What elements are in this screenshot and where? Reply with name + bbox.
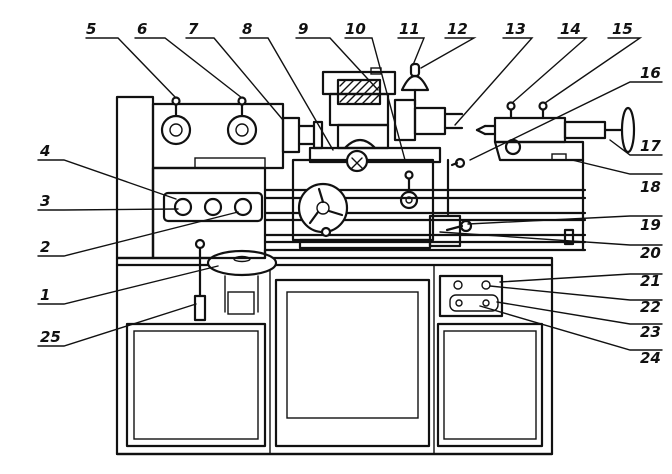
callout-24: 24	[640, 349, 661, 367]
callout-13: 13	[505, 20, 526, 38]
coolant-tray-wheel	[193, 238, 278, 322]
callout-16: 16	[640, 64, 661, 82]
callout-20: 20	[640, 244, 661, 262]
callout-10: 10	[345, 20, 366, 38]
callout-15: 15	[612, 20, 633, 38]
callout-23: 23	[640, 323, 661, 341]
callout-4: 4	[39, 142, 50, 160]
leader-lines	[37, 37, 663, 351]
callout-labels: 5 6 7 8 9 10 11 12 13 14 15 16 17 18 19 …	[39, 20, 661, 367]
callout-11: 11	[399, 20, 420, 38]
tailstock	[475, 101, 636, 162]
hatched-block	[336, 78, 382, 106]
headstock	[115, 95, 324, 260]
callout-21: 21	[640, 272, 661, 290]
callout-8: 8	[242, 20, 252, 38]
callout-12: 12	[447, 20, 468, 38]
callout-25: 25	[40, 328, 61, 346]
callout-17: 17	[640, 137, 661, 155]
callout-2: 2	[40, 238, 50, 256]
callout-14: 14	[560, 20, 581, 38]
callout-19: 19	[640, 216, 661, 234]
apron	[291, 158, 473, 250]
callout-1: 1	[40, 286, 50, 304]
callout-6: 6	[137, 20, 147, 38]
callout-18: 18	[640, 178, 661, 196]
callout-9: 9	[298, 20, 308, 38]
callout-3: 3	[40, 192, 50, 210]
callout-7: 7	[188, 20, 199, 38]
callout-22: 22	[640, 298, 661, 316]
cabinet	[115, 256, 554, 456]
tool-post	[308, 62, 466, 216]
callout-5: 5	[86, 20, 96, 38]
